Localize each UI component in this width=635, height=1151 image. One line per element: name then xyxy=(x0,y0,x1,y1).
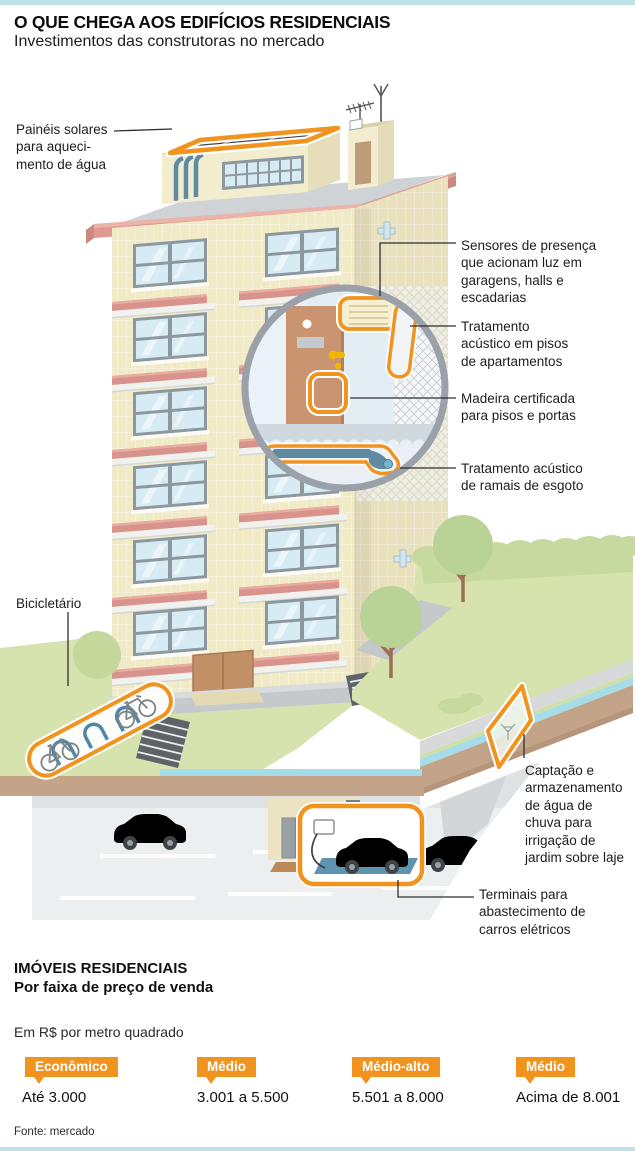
price-range-medio-2: Acima de 8.001 xyxy=(516,1089,621,1106)
nameplate xyxy=(297,337,324,348)
callout-solar-panels: Painéis solares para aqueci- mento de ág… xyxy=(16,122,108,172)
top-rule xyxy=(0,0,635,5)
pipe-icon xyxy=(272,449,372,458)
price-range-economico: Até 3.000 xyxy=(22,1089,87,1106)
tree-icon xyxy=(360,586,422,678)
bicycle-icon xyxy=(40,695,157,772)
source-note: Fonte: mercado xyxy=(14,1126,95,1138)
rooftop-pipes-icon xyxy=(173,152,204,201)
callout-sewage-acoustic: Tratamento acústico de ramais de esgoto xyxy=(461,461,584,494)
callout-certified-wood: Madeira certificada para pisos e portas xyxy=(461,391,576,424)
tree-icon xyxy=(433,515,493,602)
presence-sensor-highlight xyxy=(336,294,401,333)
prices-unit: Em R$ por metro quadrado xyxy=(14,1024,184,1040)
bush-icon xyxy=(73,631,121,679)
antenna-mast xyxy=(345,83,394,190)
price-tag-medio-2: Médio xyxy=(516,1057,575,1084)
solar-highlight xyxy=(165,123,343,158)
door-handle-icon xyxy=(328,350,345,370)
roof-garden xyxy=(352,515,635,740)
bike-parking-highlight xyxy=(25,680,175,780)
side-window-icon xyxy=(377,221,412,568)
callout-ev-terminals: Terminais para abastecimento de carros e… xyxy=(479,887,586,937)
callout-rainwater: Captação e armazenamento de água de chuv… xyxy=(525,763,625,866)
peephole-icon xyxy=(302,319,312,329)
entrance-mat xyxy=(190,690,264,706)
price-tag-medio-alto: Médio-alto xyxy=(352,1057,440,1084)
callout-presence-sensors: Sensores de presença que acionam luz em … xyxy=(461,238,597,306)
callout-bike-parking: Bicicletário xyxy=(16,596,82,611)
price-tag-medio: Médio xyxy=(197,1057,256,1084)
price-range-medio: 3.001 a 5.500 xyxy=(197,1089,289,1106)
bottom-rule xyxy=(0,1147,635,1151)
callout-acoustic-floors: Tratamento acústico em pisos de apartame… xyxy=(461,319,569,369)
sprinkler-icon xyxy=(500,723,516,740)
underground-garage xyxy=(32,762,540,920)
penthouse-windows xyxy=(173,152,304,201)
prices-title: IMÓVEIS RESIDENCIAIS xyxy=(14,960,188,977)
ev-charger-icon xyxy=(311,819,335,869)
rainwater-highlight xyxy=(484,682,535,771)
prices-subtitle: Por faixa de preço de venda xyxy=(14,979,214,996)
apartment-door-icon xyxy=(286,306,345,424)
price-tag-economico: Econômico xyxy=(25,1057,118,1084)
ev-charging-highlight xyxy=(296,802,426,888)
magnifier-ring xyxy=(241,284,449,492)
page-subtitle: Investimentos das construtoras no mercad… xyxy=(14,33,325,50)
certified-wood-highlight xyxy=(306,370,350,416)
leader-lines xyxy=(67,128,525,898)
price-range-medio-alto: 5.501 a 8.000 xyxy=(352,1089,444,1106)
page-title: O QUE CHEGA AOS EDIFÍCIOS RESIDENCIAIS xyxy=(14,12,391,32)
